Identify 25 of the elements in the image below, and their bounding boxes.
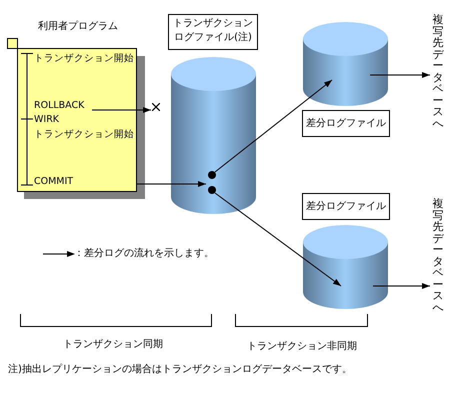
arrow: [214, 80, 332, 172]
label-box: トランザクションログファイル(注): [168, 14, 258, 50]
cylinder: [171, 57, 256, 214]
footnote: 注)抽出レプリケーションの場合はトランザクションログデータベースです。: [8, 362, 352, 376]
legend-text: ：差分ログの流れを示します。: [74, 246, 214, 260]
vertical-label: 複写先データベースへ: [432, 198, 444, 313]
cylinder: [303, 22, 388, 106]
arrow: [92, 107, 152, 113]
cross-mark: [152, 103, 160, 111]
period-label: トランザクション非同期: [247, 340, 357, 353]
arrow: [372, 283, 430, 289]
code-line: トランザクション開始: [34, 128, 134, 141]
label-box: 差分ログファイル: [302, 193, 390, 220]
arrow: [214, 192, 342, 286]
cylinder: [303, 225, 388, 309]
vertical-label: 複写先データベースへ: [432, 14, 444, 129]
label-box: 差分ログファイル: [302, 110, 390, 137]
program-title: 利用者プログラム: [38, 20, 118, 33]
arrow: [370, 72, 430, 78]
arrow: [136, 181, 206, 187]
code-line: WIRK: [34, 114, 60, 125]
code-line: ROLLBACK: [34, 100, 84, 111]
code-line: トランザクション開始: [34, 52, 134, 65]
period-label: トランザクション同期: [63, 338, 163, 351]
code-line: COMMIT: [34, 176, 74, 187]
